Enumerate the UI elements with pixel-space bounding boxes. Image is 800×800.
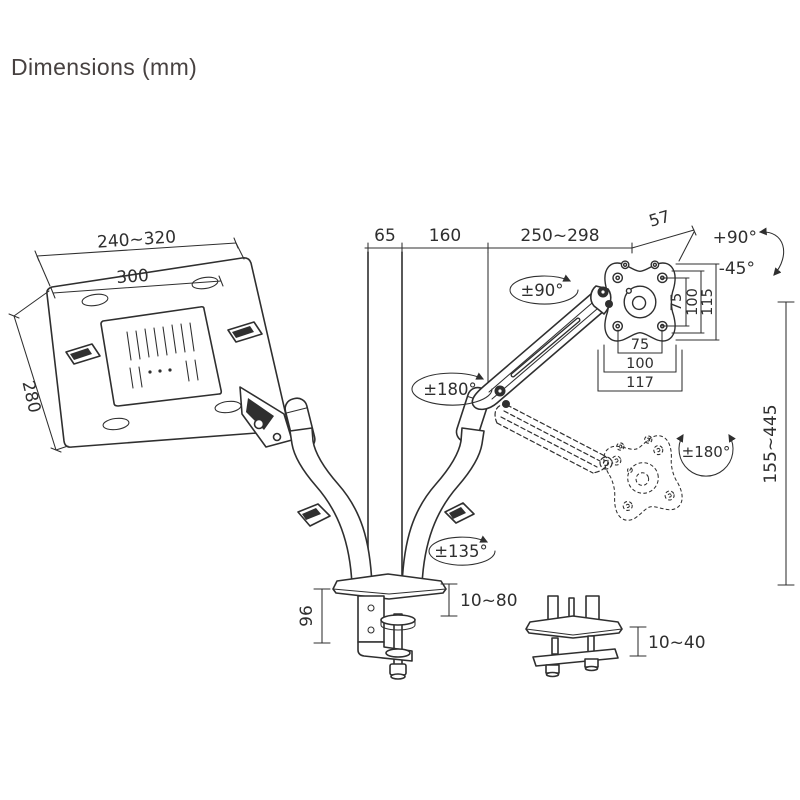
grommet-mount — [525, 595, 623, 678]
page-title: Dimensions (mm) — [11, 54, 198, 80]
label-vesa-vertical-100: 100 — [685, 288, 701, 316]
label-vesa-vertical-75: 75 — [669, 293, 685, 311]
base-plate — [332, 573, 447, 600]
clamp-dimensions: 96 10~80 — [297, 583, 518, 644]
tilt-angle: +90° -45° — [713, 227, 785, 279]
label-grommet-desk-thickness: 10~40 — [648, 633, 706, 653]
left-arm — [289, 427, 373, 586]
label-screen-rotation: ±180° — [682, 443, 731, 461]
label-height-range: 155~445 — [761, 404, 781, 483]
label-pole-offset: 65 — [374, 226, 396, 246]
tilt-arrow — [758, 227, 785, 276]
dashed-arm-position — [494, 404, 613, 474]
tray-hinge-bracket — [239, 386, 293, 448]
label-vesa-horizontal-100: 100 — [626, 356, 654, 372]
vesa-plate — [604, 260, 676, 342]
dashed-vesa-plate — [599, 430, 686, 524]
cable-clip-right — [444, 502, 475, 524]
desk-clamp — [357, 595, 416, 680]
arm-swivel-angle: ±180° — [411, 372, 493, 406]
label-clamp-height: 96 — [297, 605, 317, 627]
label-vesa-horizontal-75: 75 — [631, 337, 649, 353]
tray-clip-left — [65, 343, 101, 365]
label-tray-depth: 280 — [17, 379, 44, 415]
top-dimension-chain: 65 160 250~298 57 — [364, 207, 697, 262]
label-vesa-horizontal-117: 117 — [626, 375, 654, 391]
cable-clip-left — [297, 503, 331, 527]
gas-spring-arm — [471, 287, 613, 411]
label-tilt-up: +90° — [713, 228, 757, 248]
label-vesa-vertical-115: 115 — [700, 288, 716, 316]
label-head-swivel: ±90° — [520, 281, 563, 300]
head-swivel-angle: ±90° — [509, 274, 579, 305]
label-arm-swivel: ±180° — [423, 380, 477, 399]
label-tilt-down: -45° — [719, 259, 755, 279]
right-arm — [401, 427, 485, 586]
screen-rotation-angle: ±180° — [676, 433, 736, 477]
label-upper-arm-reach: 250~298 — [520, 226, 599, 246]
label-base-swivel: ±135° — [434, 542, 488, 561]
label-clamp-desk-thickness: 10~80 — [460, 591, 518, 611]
height-dimension: 155~445 — [761, 301, 795, 586]
vesa-dimensions-vertical: 75 100 115 — [661, 263, 720, 341]
center-pole — [367, 251, 489, 579]
label-head-offset: 57 — [647, 207, 672, 231]
vesa-dimensions-horizontal: 75 100 117 — [597, 329, 683, 392]
grommet-dimension: 10~40 — [629, 626, 706, 657]
base-swivel-angle: ±135° — [428, 535, 496, 566]
label-lower-arm-reach: 160 — [429, 226, 461, 246]
label-tray-width-range: 240~320 — [96, 227, 176, 252]
tray-vent-slots — [126, 322, 199, 389]
label-tray-mount-width: 300 — [116, 266, 150, 288]
tray-clip-right — [227, 321, 263, 343]
vesa-hinge — [590, 285, 613, 315]
